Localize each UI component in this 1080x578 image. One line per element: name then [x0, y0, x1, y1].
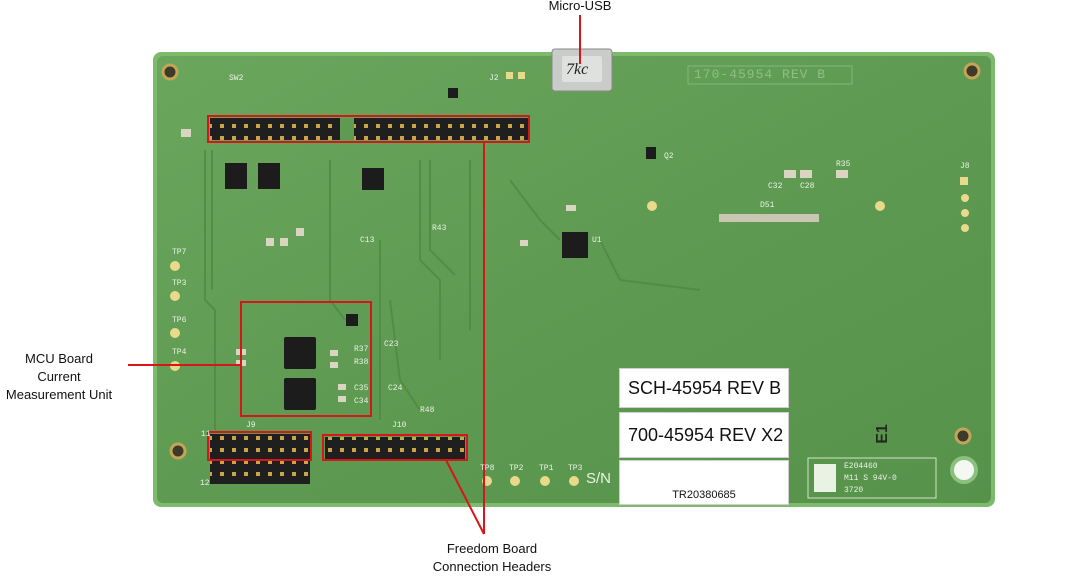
headers-callout-line-bottom: [445, 459, 485, 535]
silk-c28: C28: [800, 182, 815, 191]
silk-r38: R38: [354, 358, 369, 367]
headers-label-line-2: Connection Headers: [432, 559, 552, 574]
silk-tp4: TP4: [172, 348, 187, 357]
micro-usb-connector: 7kc: [551, 48, 613, 92]
assy-label: 700-45954 REV X2: [619, 412, 789, 458]
silk-tp1: TP1: [539, 464, 554, 473]
silk-tp2: TP2: [509, 464, 524, 473]
svg-text:7kc: 7kc: [566, 61, 588, 78]
micro-usb-label: Micro-USB: [548, 0, 612, 13]
micro-usb-callout: Micro-USB: [530, 0, 630, 15]
mcu-callout: MCU Board Current Measurement Unit: [0, 350, 118, 404]
silk-tp3b: TP3: [568, 464, 583, 473]
bottom-header-highlight-left: [207, 431, 312, 461]
serial-number: TR20380685: [672, 489, 736, 501]
silk-tp7: TP7: [172, 248, 187, 257]
silk-j10: J10: [392, 421, 407, 430]
mounting-holes: [161, 62, 981, 484]
silk-tp8: TP8: [480, 464, 495, 473]
silk-tp6: TP6: [172, 316, 187, 325]
silk-c24: C24: [388, 384, 403, 393]
silk-d51: D51: [760, 201, 775, 210]
traces: [204, 150, 701, 430]
highlight-boxes: [207, 115, 530, 461]
silk-c34: C34: [354, 397, 369, 406]
sn-text: S/N: [586, 470, 612, 487]
silk-r37: R37: [354, 345, 369, 354]
silk-j8: J8: [960, 162, 970, 171]
headers-callout: Freedom Board Connection Headers: [412, 540, 572, 576]
silk-j2: J2: [489, 74, 499, 83]
silk-q2: Q2: [664, 152, 674, 161]
silk-r48: R48: [420, 406, 435, 415]
silk-r43: R43: [432, 224, 447, 233]
silk-r35: R35: [836, 160, 851, 169]
sch-label: SCH-45954 REV B: [619, 368, 789, 408]
bottom-header-highlight-right: [322, 434, 468, 461]
silk-c23: C23: [384, 340, 399, 349]
board-part-number: 170-45954 REV B: [694, 67, 827, 82]
silk-sw2: SW2: [229, 74, 244, 83]
small-parts: [170, 72, 969, 486]
silk-j12: 12: [200, 479, 210, 488]
part-number-box: [687, 65, 853, 85]
cert-line-3: 3720: [844, 486, 864, 495]
silk-j11: 11: [201, 430, 211, 439]
serial-label-box: [619, 460, 789, 505]
silk-j9: J9: [246, 421, 256, 430]
cert-logo: [807, 457, 937, 499]
corner-mark: E1: [873, 424, 891, 444]
silk-tp3: TP3: [172, 279, 187, 288]
cert-line-2: M11 S 94V-0: [844, 474, 897, 483]
callout-lines: [128, 15, 581, 535]
silk-c13: C13: [360, 236, 375, 245]
top-header-highlight: [207, 115, 530, 143]
silk-c35: C35: [354, 384, 369, 393]
mcu-label-line-1: MCU Board: [25, 351, 93, 366]
mcu-current-unit-highlight: [240, 301, 372, 417]
ics: [225, 88, 656, 410]
top-header-pins: [210, 118, 528, 140]
silk-u1: U1: [592, 236, 602, 245]
mcu-label-line-2: Current: [37, 369, 81, 384]
silk-c32: C32: [768, 182, 783, 191]
headers-label-line-1: Freedom Board: [446, 541, 538, 556]
mcu-label-line-3: Measurement Unit: [5, 387, 113, 402]
cert-line-1: E204460: [844, 462, 878, 471]
